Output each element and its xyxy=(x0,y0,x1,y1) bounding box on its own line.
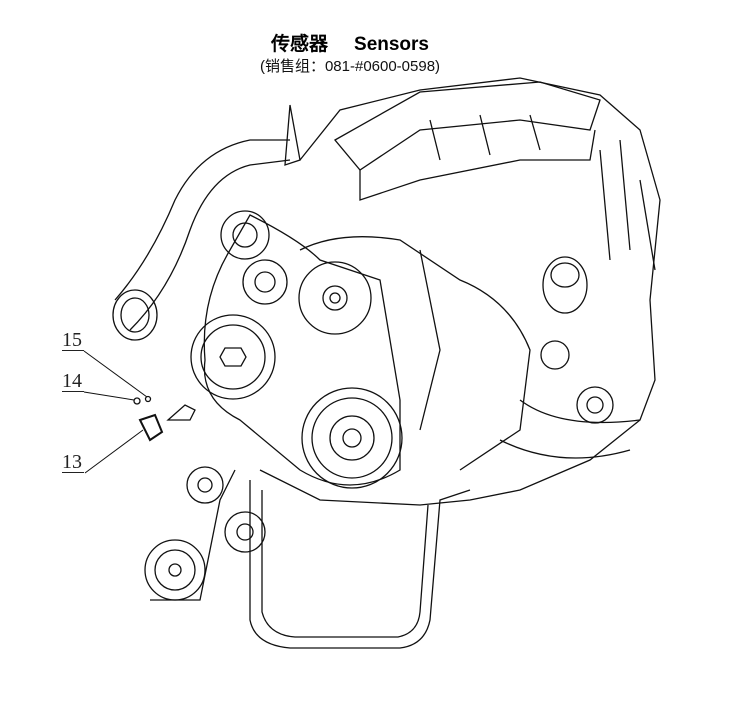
drive-belt xyxy=(203,214,401,486)
lifting-bracket xyxy=(284,104,301,166)
coolant-outlet xyxy=(540,340,570,370)
right-side-pipes xyxy=(599,139,656,271)
idler-pulley-lower xyxy=(186,466,224,504)
title-en: Sensors xyxy=(354,34,429,55)
compressor-bracket xyxy=(150,469,236,601)
intake-opening-inner xyxy=(120,297,150,333)
sensor-13 xyxy=(138,413,164,442)
cylinder-head xyxy=(359,129,596,201)
crankshaft-damper xyxy=(301,387,403,489)
leader-line-14 xyxy=(83,391,135,401)
water-pump-pulley xyxy=(298,261,372,335)
intake-opening xyxy=(112,289,158,341)
leader-line-13 xyxy=(84,429,144,474)
engine-block xyxy=(259,77,661,506)
callout-15: 15 xyxy=(62,329,84,351)
page-title: 传感器 Sensors xyxy=(0,29,700,56)
lower-right-hoses xyxy=(499,399,641,459)
oil-filter xyxy=(542,256,588,314)
idler-pulley-top xyxy=(242,259,288,305)
fan-pulley xyxy=(190,314,276,400)
sales-group-subtitle: (销售组：081-#0600-0598) xyxy=(259,58,441,75)
leader-line-15 xyxy=(83,350,148,398)
valve-cover-ribs xyxy=(429,114,541,161)
alternator-pulley xyxy=(220,210,270,260)
timing-cover xyxy=(299,236,531,471)
callout-14: 14 xyxy=(62,370,84,392)
oil-pan-inner-line xyxy=(261,490,429,638)
intake-pipe xyxy=(114,139,291,331)
title-cn: 传感器 xyxy=(271,34,329,55)
oil-pan xyxy=(249,480,471,649)
side-pump xyxy=(576,386,614,424)
callout-13: 13 xyxy=(62,451,84,473)
valve-cover xyxy=(334,81,601,171)
tensioner-pulley xyxy=(224,511,266,553)
ac-compressor xyxy=(144,539,206,601)
part-14 xyxy=(133,397,141,405)
timing-cover-seam xyxy=(419,249,441,431)
sensor-mount xyxy=(166,404,196,421)
part-15 xyxy=(144,395,152,403)
leader-lines xyxy=(83,350,148,474)
